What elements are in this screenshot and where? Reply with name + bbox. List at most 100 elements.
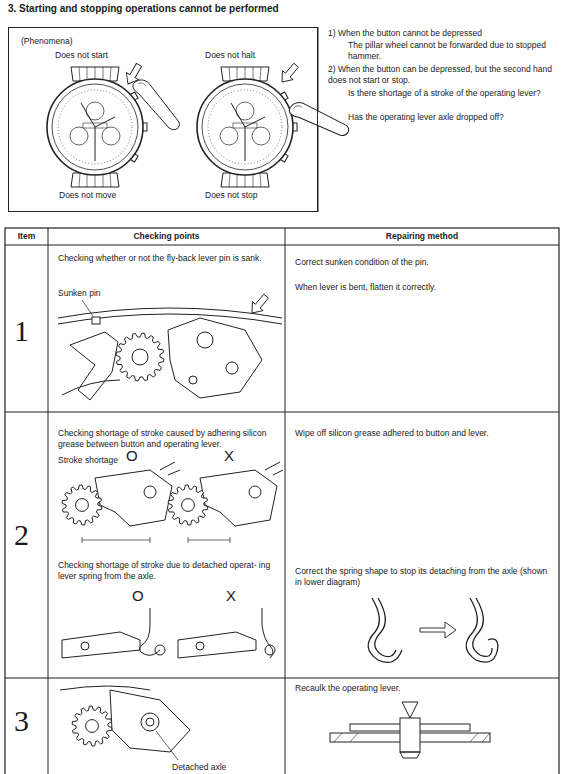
operating-lever-sketch bbox=[160, 462, 180, 475]
ok-mark: O bbox=[126, 448, 138, 463]
operating-lever-sketch bbox=[82, 537, 150, 543]
note: 2) When the button can be depressed, but… bbox=[328, 64, 558, 86]
operating-lever-sketch bbox=[82, 462, 283, 543]
operating-lever-sketch bbox=[156, 731, 178, 760]
column-header: Item bbox=[5, 231, 48, 242]
panel-heading: (Phenomena) bbox=[21, 36, 73, 47]
lever-spring-sketch bbox=[62, 632, 140, 658]
table-border bbox=[5, 228, 559, 774]
operating-lever-sketch bbox=[146, 718, 154, 726]
illustration bbox=[197, 67, 297, 187]
illustration bbox=[277, 61, 302, 87]
fly-back-mechanism bbox=[70, 332, 118, 400]
item-number: 2 bbox=[14, 520, 29, 550]
pillar-wheel bbox=[168, 485, 208, 525]
fly-back-mechanism bbox=[189, 376, 197, 384]
spring-shape bbox=[420, 622, 456, 638]
operating-lever-sketch bbox=[60, 686, 150, 690]
lever-spring-sketch bbox=[155, 645, 165, 655]
ng-mark: X bbox=[226, 588, 236, 603]
repair-text: Correct sunken condition of the pin. bbox=[295, 257, 550, 268]
spring-shape bbox=[375, 598, 396, 657]
ok-mark: O bbox=[132, 588, 144, 603]
lever-spring-sketch bbox=[265, 645, 275, 655]
item-number: 3 bbox=[14, 706, 29, 736]
fly-back-mechanism bbox=[58, 314, 282, 324]
operating-lever-sketch bbox=[265, 462, 283, 475]
spring-shape bbox=[466, 598, 498, 662]
ng-mark: X bbox=[224, 448, 234, 463]
repair-text: Wipe off silicon grease adhered to butto… bbox=[295, 428, 550, 439]
repair-text: Correct the spring shape to stop its det… bbox=[295, 566, 550, 588]
spring-shape bbox=[368, 598, 402, 662]
operating-lever-sketch bbox=[82, 540, 150, 541]
operating-lever-sketch bbox=[141, 713, 159, 731]
phenomenon-label: Does not start bbox=[55, 50, 108, 61]
illustration bbox=[47, 67, 147, 187]
lever-spring-sketch bbox=[62, 608, 275, 658]
caulking-diagram bbox=[330, 702, 490, 758]
lever-spring-sketch bbox=[139, 608, 160, 655]
repair-text: When lever is bent, flatten it correctly… bbox=[295, 282, 550, 293]
pillar-wheel bbox=[76, 499, 89, 512]
note: 1) When the button cannot be depressed bbox=[328, 28, 558, 39]
lever-spring-sketch bbox=[178, 632, 256, 658]
illustration bbox=[247, 292, 272, 318]
check-text: Checking shortage of stroke caused by ad… bbox=[58, 428, 280, 450]
operating-lever-sketch bbox=[144, 486, 156, 498]
fly-back-mechanism bbox=[197, 332, 213, 348]
lever-spring-sketch bbox=[81, 642, 89, 650]
phenomenon-label: Does not move bbox=[59, 190, 116, 201]
operating-lever-sketch bbox=[188, 537, 230, 543]
illustration bbox=[5, 677, 559, 678]
spring-shape bbox=[368, 598, 498, 662]
operating-lever-sketch bbox=[110, 690, 190, 752]
note: Is there shortage of a stroke of the ope… bbox=[348, 88, 558, 99]
caulking-diagram bbox=[400, 718, 420, 752]
illustration bbox=[5, 411, 559, 412]
operating-lever-sketch bbox=[95, 470, 172, 526]
fly-back-mechanism bbox=[82, 300, 93, 316]
page-title: 3. Starting and stopping operations cann… bbox=[8, 3, 279, 16]
note: Has the operating lever axle dropped off… bbox=[348, 112, 558, 123]
part-label: Sunken pin bbox=[58, 288, 101, 299]
part-label: Stroke shortage bbox=[58, 455, 118, 466]
fly-back-mechanism bbox=[92, 317, 100, 324]
illustration bbox=[122, 61, 145, 87]
check-text: Checking whether or not the fly-back lev… bbox=[58, 253, 280, 264]
fly-back-mechanism bbox=[168, 318, 262, 398]
illustration bbox=[285, 228, 286, 774]
item-number: 1 bbox=[14, 316, 29, 346]
column-header: Checking points bbox=[48, 231, 285, 242]
caulking-diagram bbox=[400, 752, 420, 758]
operating-lever-sketch bbox=[249, 486, 261, 498]
illustration bbox=[287, 87, 350, 152]
pillar-wheel bbox=[132, 349, 148, 365]
phenomena-panel: (Phenomena)Does not startDoes not haltDo… bbox=[8, 27, 318, 212]
illustration bbox=[133, 80, 179, 130]
operating-lever-sketch bbox=[60, 686, 190, 760]
pillar-wheel bbox=[182, 499, 195, 512]
pillar-wheel bbox=[72, 706, 112, 746]
column-header: Repairing method bbox=[285, 231, 559, 242]
note: The pillar wheel cannot be forwarded due… bbox=[348, 40, 558, 62]
repair-text: Recaulk the operating lever. bbox=[295, 683, 550, 694]
pillar-wheel bbox=[62, 485, 102, 525]
lever-spring-sketch bbox=[262, 608, 273, 658]
check-text: Checking shortage of stroke due to detac… bbox=[58, 560, 280, 582]
pillar-wheel bbox=[62, 333, 208, 746]
operating-lever-sketch bbox=[200, 470, 277, 526]
caulking-diagram bbox=[334, 733, 490, 742]
illustration bbox=[48, 228, 49, 774]
illustration bbox=[5, 244, 559, 245]
fly-back-mechanism bbox=[62, 380, 120, 395]
phenomenon-label: Does not stop bbox=[205, 190, 257, 201]
part-label: Detached axle bbox=[172, 762, 226, 773]
fly-back-mechanism bbox=[58, 300, 282, 400]
pillar-wheel bbox=[86, 720, 99, 733]
lever-spring-sketch bbox=[196, 642, 204, 650]
caulking-diagram bbox=[402, 702, 418, 718]
spring-shape bbox=[473, 598, 492, 656]
pillar-wheel bbox=[116, 333, 164, 381]
